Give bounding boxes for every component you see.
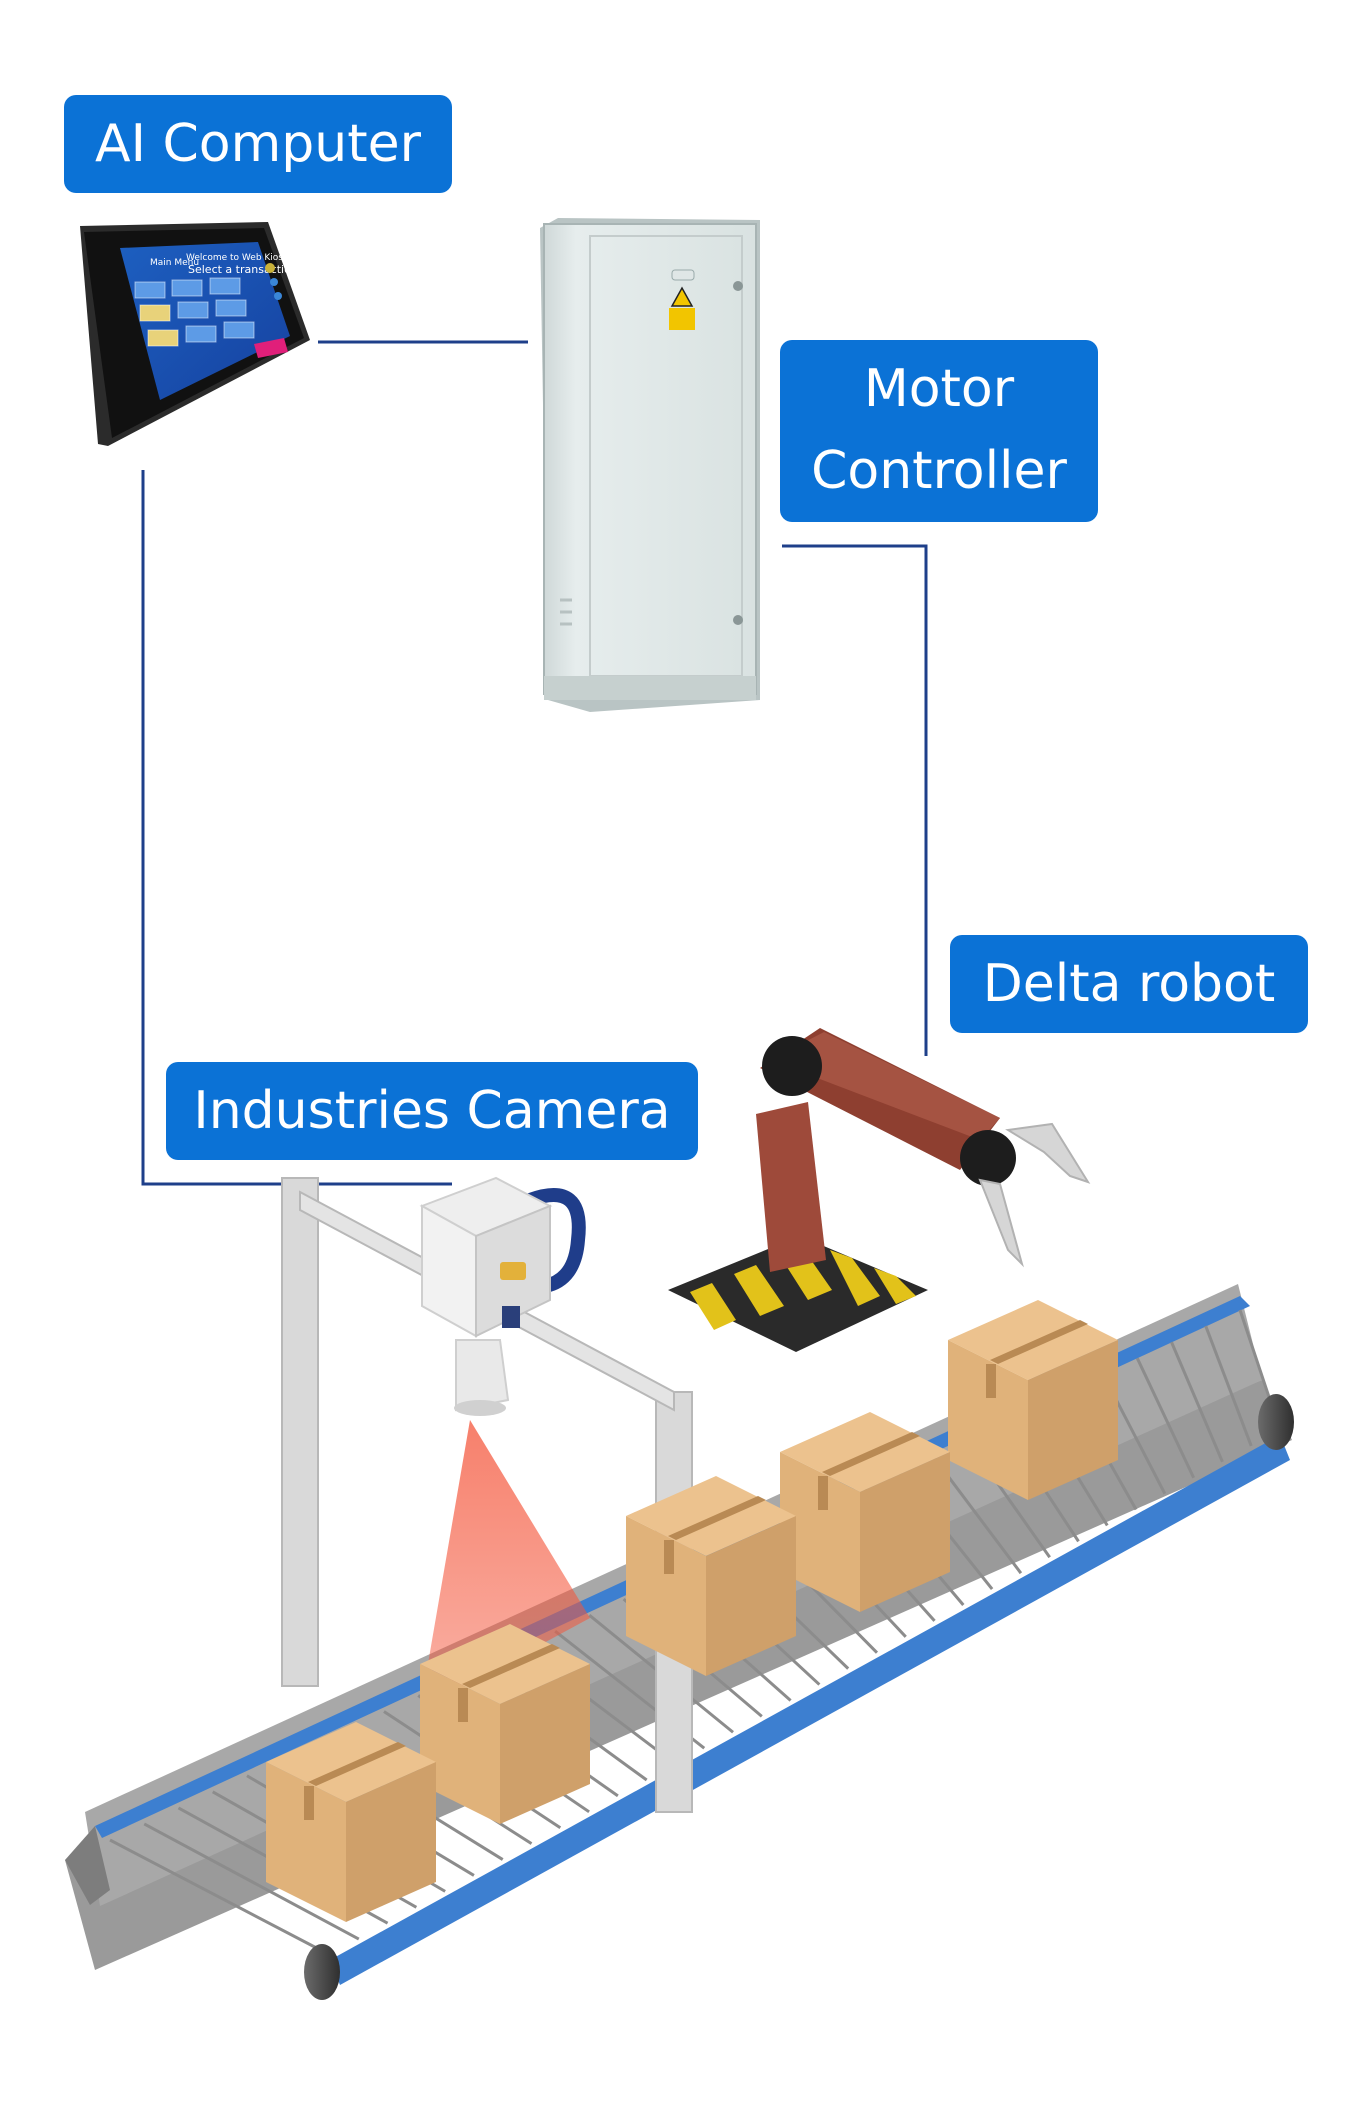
carton-box [420, 1624, 590, 1824]
connector-ai-to-camera [141, 470, 452, 1186]
screen-header-right: Welcome to Web Kiosk [186, 253, 289, 263]
carton-box [948, 1300, 1118, 1500]
belt-slat [1204, 1325, 1253, 1447]
ai-computer-label-text: AI Computer [95, 114, 421, 174]
ai-computer-label: AI Computer [64, 95, 452, 193]
belt-front-edge [330, 1435, 1290, 1985]
industries-camera-label-text: Industries Camera [193, 1081, 671, 1141]
delta-robot-label-text: Delta robot [982, 954, 1276, 1014]
screen-title: Select a transaction [188, 263, 298, 276]
motor-controller-label-line2: Controller [811, 441, 1067, 501]
conveyor-roller-right [1258, 1394, 1294, 1450]
ai-computer-monitor: Main Menu Welcome to Web Kiosk Select a … [80, 222, 310, 446]
belt-slat [109, 1838, 331, 1957]
robot-base-plate [668, 1236, 928, 1352]
industries-camera-label: Industries Camera [166, 1062, 698, 1160]
boxes-group [266, 1300, 1118, 1922]
motor-controller-label-line1: Motor [863, 359, 1015, 419]
connector-controller-to-robot [782, 544, 928, 1056]
carton-box [780, 1412, 950, 1612]
carton-box [266, 1722, 436, 1922]
carton-box [626, 1476, 796, 1676]
motor-controller-cabinet [540, 218, 760, 712]
belt-slat [1170, 1341, 1224, 1463]
robot-lower-arm [756, 1102, 826, 1272]
robot-arm [668, 1028, 1091, 1352]
delta-robot-label: Delta robot [950, 935, 1308, 1033]
camera-status-light [500, 1262, 526, 1280]
connector-lines [141, 340, 928, 1186]
belt-slat [143, 1822, 360, 1941]
industrial-camera [419, 1176, 586, 1416]
conveyor-roller-left [304, 1944, 340, 2000]
belt-slat [1135, 1357, 1195, 1479]
screen-header-left: Main Menu [150, 258, 199, 268]
motor-controller-label: Motor Controller [780, 340, 1098, 522]
camera-beam [420, 1420, 590, 1710]
